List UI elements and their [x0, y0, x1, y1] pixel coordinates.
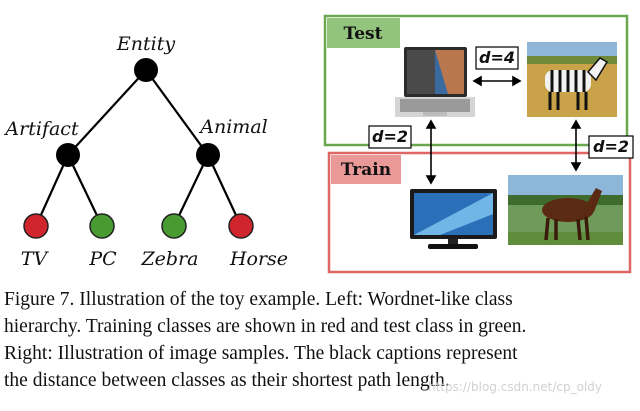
animal-node — [196, 143, 220, 167]
caption-line-3: Right: Illustration of image samples. Th… — [4, 343, 518, 364]
train-title: Train — [341, 160, 391, 180]
laptop-image — [395, 47, 475, 117]
distance-label-zebra-horse: d=2 — [593, 137, 629, 156]
distance-label-laptop-tv: d=2 — [372, 127, 408, 146]
test-title: Test — [344, 24, 383, 44]
entity-node — [134, 58, 158, 82]
zebra-label: Zebra — [140, 248, 198, 270]
train-box — [327, 151, 632, 274]
caption-line-4: the distance between classes as their sh… — [4, 370, 450, 391]
distance-box-laptop-zebra — [475, 46, 519, 70]
caption-line-1: Figure 7. Illustration of the toy exampl… — [4, 289, 513, 310]
distance-label-laptop-zebra: d=4 — [479, 48, 515, 67]
figure-caption: Figure 7. Illustration of the toy exampl… — [4, 286, 638, 394]
animal-label: Animal — [198, 116, 267, 138]
tree-edges — [34, 69, 242, 227]
test-title-bg — [327, 18, 400, 48]
horse-node — [228, 213, 254, 239]
tv-image — [410, 189, 497, 249]
distance-box-laptop-tv — [368, 125, 412, 149]
artifact-label: Artifact — [3, 118, 79, 140]
watermark-text: https://blog.csdn.net/cp_oldy — [428, 380, 602, 394]
zebra-image — [527, 42, 617, 117]
figure-illustration: Entity Artifact Animal TV PC Zebra Horse… — [3, 14, 634, 274]
caption-line-2: hierarchy. Training classes are shown in… — [4, 316, 527, 337]
zebra-node — [161, 213, 187, 239]
horse-label: Horse — [229, 248, 288, 270]
tv-node — [23, 213, 49, 239]
tv-label: TV — [21, 248, 50, 270]
pc-label: PC — [88, 248, 117, 270]
train-title-bg — [331, 155, 401, 184]
horse-image — [508, 175, 623, 245]
distance-box-zebra-horse — [588, 135, 634, 159]
pc-node — [89, 213, 115, 239]
distance-arrows — [425, 75, 582, 185]
entity-label: Entity — [116, 33, 175, 55]
artifact-node — [56, 143, 80, 167]
test-box — [323, 14, 629, 147]
